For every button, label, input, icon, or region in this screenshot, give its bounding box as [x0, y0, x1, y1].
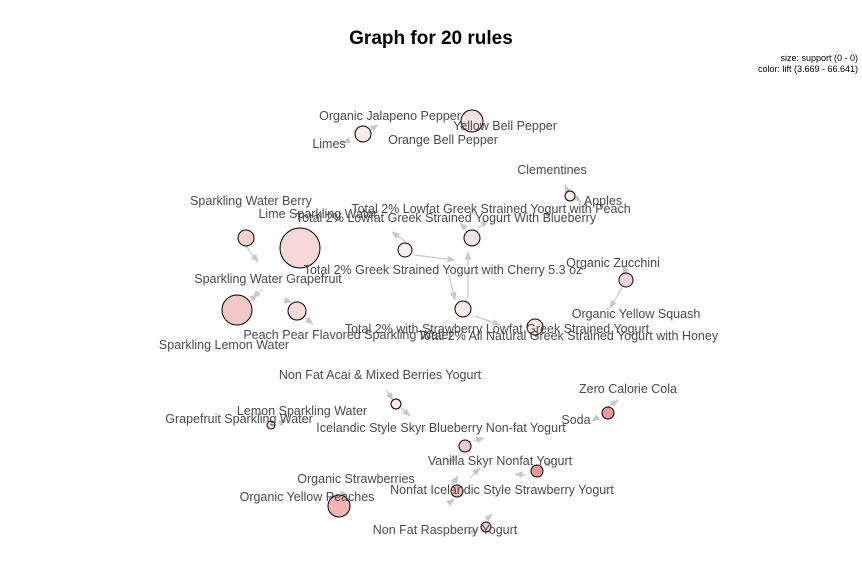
rule-10-node — [287, 301, 307, 321]
item-label-12: Organic Zucchini — [566, 256, 660, 270]
edge-arrow-9 — [391, 231, 407, 243]
item-label-23: Soda — [561, 413, 590, 427]
item-label-26: Organic Strawberries — [297, 472, 414, 486]
item-label-6: Apples — [584, 194, 622, 208]
item-label-18: Sparkling Lemon Water — [159, 338, 289, 352]
edge-arrow-20 — [385, 389, 394, 401]
item-label-24: Icelandic Style Skyr Blueberry Non-fat Y… — [316, 421, 566, 435]
rule-6-node — [397, 242, 413, 258]
rule-8-node — [618, 272, 634, 288]
rule-4-node — [237, 229, 255, 247]
edge-arrow-5 — [245, 245, 259, 263]
item-label-1: Organic Jalapeno Pepper — [319, 109, 461, 123]
graph-title: Graph for 20 rules — [349, 28, 513, 49]
item-label-15: Peach Pear Flavored Sparkling Water — [243, 328, 452, 342]
item-label-16: Total 2% with Strawberry Lowfat Greek St… — [345, 322, 650, 336]
item-label-22: Grapefruit Sparkling Water — [165, 412, 313, 426]
item-label-4: Limes — [312, 137, 345, 151]
item-label-11: Total 2% Greek Strained Yogurt with Cher… — [304, 263, 583, 277]
edge-arrow-31 — [445, 498, 455, 507]
item-label-17: Total 2% All Natural Greek Strained Yogu… — [418, 329, 719, 343]
item-label-13: Sparkling Water Grapefruit — [194, 272, 342, 286]
rule-7-node — [463, 229, 481, 247]
rule-11-node — [454, 300, 472, 318]
edge-arrow-2 — [342, 136, 352, 144]
rule-9-node — [221, 294, 253, 326]
item-label-7: Sparkling Water Berry — [190, 194, 313, 208]
rule-18-node — [450, 484, 464, 498]
edge-arrow-24 — [591, 414, 601, 422]
item-label-8: Lime Sparkling Water — [258, 207, 377, 221]
edge-arrow-26 — [447, 454, 461, 463]
edge-arrow-19 — [304, 316, 314, 325]
rule-1-node — [354, 125, 372, 143]
edge-arrow-15 — [474, 315, 501, 326]
edge-arrow-10 — [413, 254, 456, 263]
rule-15-node — [601, 406, 615, 420]
edge-arrow-16 — [621, 265, 629, 275]
item-label-5: Clementines — [517, 163, 586, 177]
edge-arrow-25 — [473, 436, 485, 444]
edge-arrow-7 — [282, 297, 293, 304]
rule-19-node — [327, 494, 351, 518]
edge-arrow-4 — [572, 194, 582, 203]
rule-5-node — [279, 227, 321, 269]
item-label-2: Yellow Bell Pepper — [453, 119, 557, 133]
rule-2-node — [460, 109, 484, 133]
rule-nodes-layer — [221, 109, 634, 533]
rule-16-node — [458, 439, 472, 453]
edge-arrow-21 — [400, 407, 411, 417]
edge-arrow-34 — [339, 490, 348, 499]
item-label-27: Organic Yellow Peaches — [240, 490, 375, 504]
item-label-21: Lemon Sparkling Water — [237, 404, 367, 418]
item-label-9: Total 2% Lowfat Greek Strained Yogurt wi… — [351, 202, 630, 216]
edge-arrow-30 — [451, 475, 459, 486]
item-label-28: Nonfat Icelandic Style Strawberry Yogurt — [390, 483, 614, 497]
edge-arrow-28 — [514, 471, 527, 479]
item-label-3: Orange Bell Pepper — [388, 133, 498, 147]
rule-3-node — [564, 190, 576, 202]
edge-arrow-22 — [277, 419, 287, 427]
edge-arrow-18 — [249, 293, 258, 302]
item-label-10: Total 2% Lowfat Greek Strained Yogurt Wi… — [296, 211, 597, 225]
edge-arrow-13 — [447, 271, 457, 301]
edge-arrow-27 — [544, 460, 554, 468]
legend-color: color: lift (3.669 - 66.641) — [757, 64, 858, 74]
item-label-29: Non Fat Raspberry Yogurt — [373, 523, 518, 537]
rule-20-node — [480, 521, 492, 533]
rule-12-node — [526, 318, 544, 336]
item-label-20: Zero Calorie Cola — [579, 382, 677, 396]
rule-17-node — [530, 464, 544, 478]
edge-arrow-33 — [467, 527, 479, 535]
item-label-14: Organic Yellow Squash — [572, 307, 701, 321]
rule-14-node — [266, 420, 276, 430]
edges-layer — [245, 124, 629, 535]
edge-arrow-17 — [609, 287, 623, 309]
edge-arrow-29 — [469, 467, 481, 479]
legend-size: size: support (0 - 0) — [780, 53, 858, 63]
edge-arrow-12 — [477, 219, 489, 229]
edge-arrow-11 — [459, 222, 468, 231]
edge-arrow-23 — [607, 399, 619, 408]
item-label-25: Vanilla Skyr Nonfat Yogurt — [428, 454, 573, 468]
rule-13-node — [390, 398, 402, 410]
item-label-19: Non Fat Acai & Mixed Berries Yogurt — [279, 368, 482, 382]
edge-arrow-32 — [484, 513, 493, 522]
